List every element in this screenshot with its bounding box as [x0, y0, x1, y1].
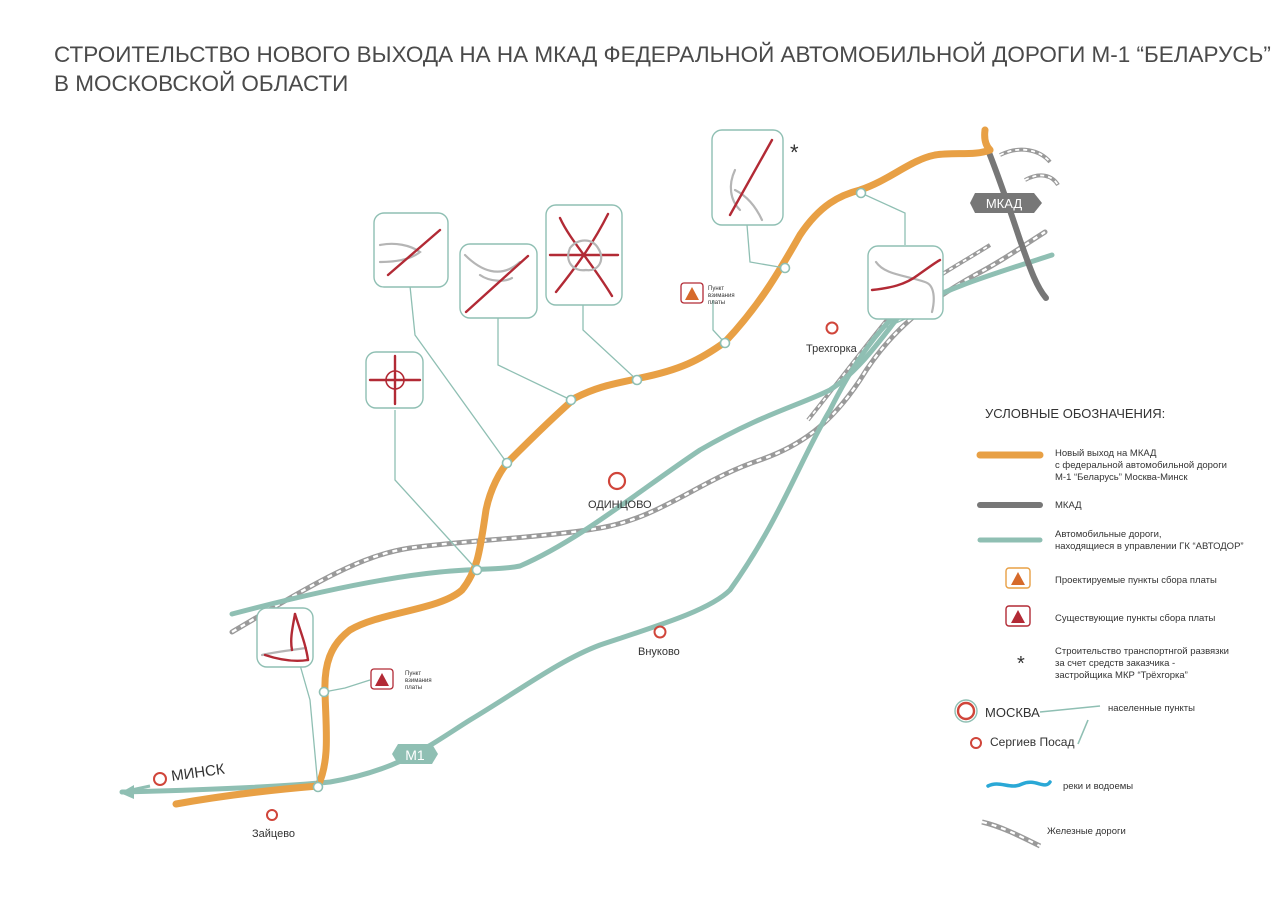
route-nodes [312, 187, 867, 793]
place-trekhgorka-label: Трехгорка [806, 343, 858, 355]
place-vnukovo: Внуково [638, 625, 680, 658]
legend-new-exit-2: с федеральной автомобильной дороги [1055, 460, 1227, 471]
developer-asterisk: * [790, 140, 799, 165]
autodor-roads [119, 252, 1055, 795]
legend-rail: Железные дороги [1047, 826, 1126, 837]
legend-swatch-rail [981, 819, 1042, 849]
interchange-box-cloverleaf [545, 204, 623, 306]
interchange-callouts: * [256, 129, 944, 668]
legend-planned-toll: Проектируемые пункты сбора платы [1055, 575, 1217, 586]
place-minsk-label: МИНСК [170, 761, 226, 785]
toll-point-existing-map: Пункт взимания платы [370, 668, 432, 691]
legend-city-big: МОСКВА [985, 705, 1040, 720]
legend-settlements: МОСКВА Сергиев Посад населенные пункты [954, 699, 1195, 749]
legend-planned-toll-icon [1005, 567, 1031, 589]
m1-shield: M1 [392, 744, 438, 764]
interchange-box-developer [711, 129, 784, 226]
places: МИНСК Зайцево ОДИНЦОВО Внуково Трехгорка [153, 321, 858, 840]
legend-existing-toll: Существующие пункты сбора платы [1055, 613, 1215, 624]
callout-leaders [299, 192, 906, 788]
map-title-line-1: СТРОИТЕЛЬСТВО НОВОГО ВЫХОДА НА НА МКАД Ф… [54, 42, 1271, 67]
interchange-box-3 [459, 243, 538, 319]
place-vnukovo-label: Внуково [638, 646, 680, 658]
toll-point-label-3: платы [708, 300, 725, 306]
legend-settlements-label: населенные пункты [1108, 703, 1195, 714]
toll-point-label-5: взимания [405, 678, 432, 684]
legend-new-exit-1: Новый выход на МКАД [1055, 448, 1157, 459]
place-zaytsevo-label: Зайцево [252, 828, 295, 840]
map-title-line-2: В МОСКОВСКОЙ ОБЛАСТИ [54, 71, 348, 96]
place-minsk: МИНСК [153, 761, 226, 786]
legend-rivers: реки и водоемы [1063, 781, 1133, 792]
toll-point-label-6: платы [405, 685, 422, 691]
mkad-shield-label: МКАД [986, 196, 1023, 211]
place-odintsovo: ОДИНЦОВО [588, 471, 652, 511]
legend-city-small: Сергиев Посад [990, 735, 1074, 749]
mkad-ring-road [985, 147, 1049, 301]
legend-existing-toll-icon [1005, 605, 1031, 627]
legend-new-exit-3: М-1 “Беларусь” Москва-Минск [1055, 472, 1188, 483]
railway-lines [229, 147, 1060, 635]
legend-developer-2: за счет средств заказчика - [1055, 658, 1175, 669]
legend-autodor-1: Автомобильные дороги, [1055, 529, 1162, 540]
interchange-box-zaytsevo [256, 607, 314, 668]
place-trekhgorka: Трехгорка [806, 321, 858, 355]
toll-point-planned-map: Пункт взимания платы [680, 282, 735, 306]
legend: УСЛОВНЫЕ ОБОЗНАЧЕНИЯ: Новый выход на МКА… [954, 406, 1244, 849]
place-zaytsevo: Зайцево [252, 809, 295, 840]
legend-developer-1: Строительство транспортнгой развязки [1055, 646, 1229, 657]
toll-point-label-1: Пункт [708, 286, 724, 292]
interchange-box-roundabout [365, 351, 424, 409]
legend-heading: УСЛОВНЫЕ ОБОЗНАЧЕНИЯ: [985, 406, 1165, 421]
legend-swatch-river [986, 780, 1052, 788]
m1-shield-label: M1 [405, 747, 425, 763]
place-odintsovo-label: ОДИНЦОВО [588, 499, 652, 511]
toll-point-label-2: взимания [708, 293, 735, 299]
legend-autodor-2: находящиеся в управлении ГК “АВТОДОР” [1055, 541, 1244, 552]
arrow-to-minsk [120, 784, 151, 799]
interchange-box-mkad [867, 245, 944, 320]
mkad-shield: МКАД [970, 193, 1042, 213]
legend-asterisk: * [1017, 653, 1025, 675]
legend-developer-3: застройщика МКР “Трёхгорка” [1055, 670, 1188, 681]
toll-point-label-4: Пункт [405, 671, 421, 677]
new-exit-route-end [981, 126, 994, 154]
legend-mkad: МКАД [1055, 500, 1082, 511]
interchange-box-2 [373, 212, 449, 288]
